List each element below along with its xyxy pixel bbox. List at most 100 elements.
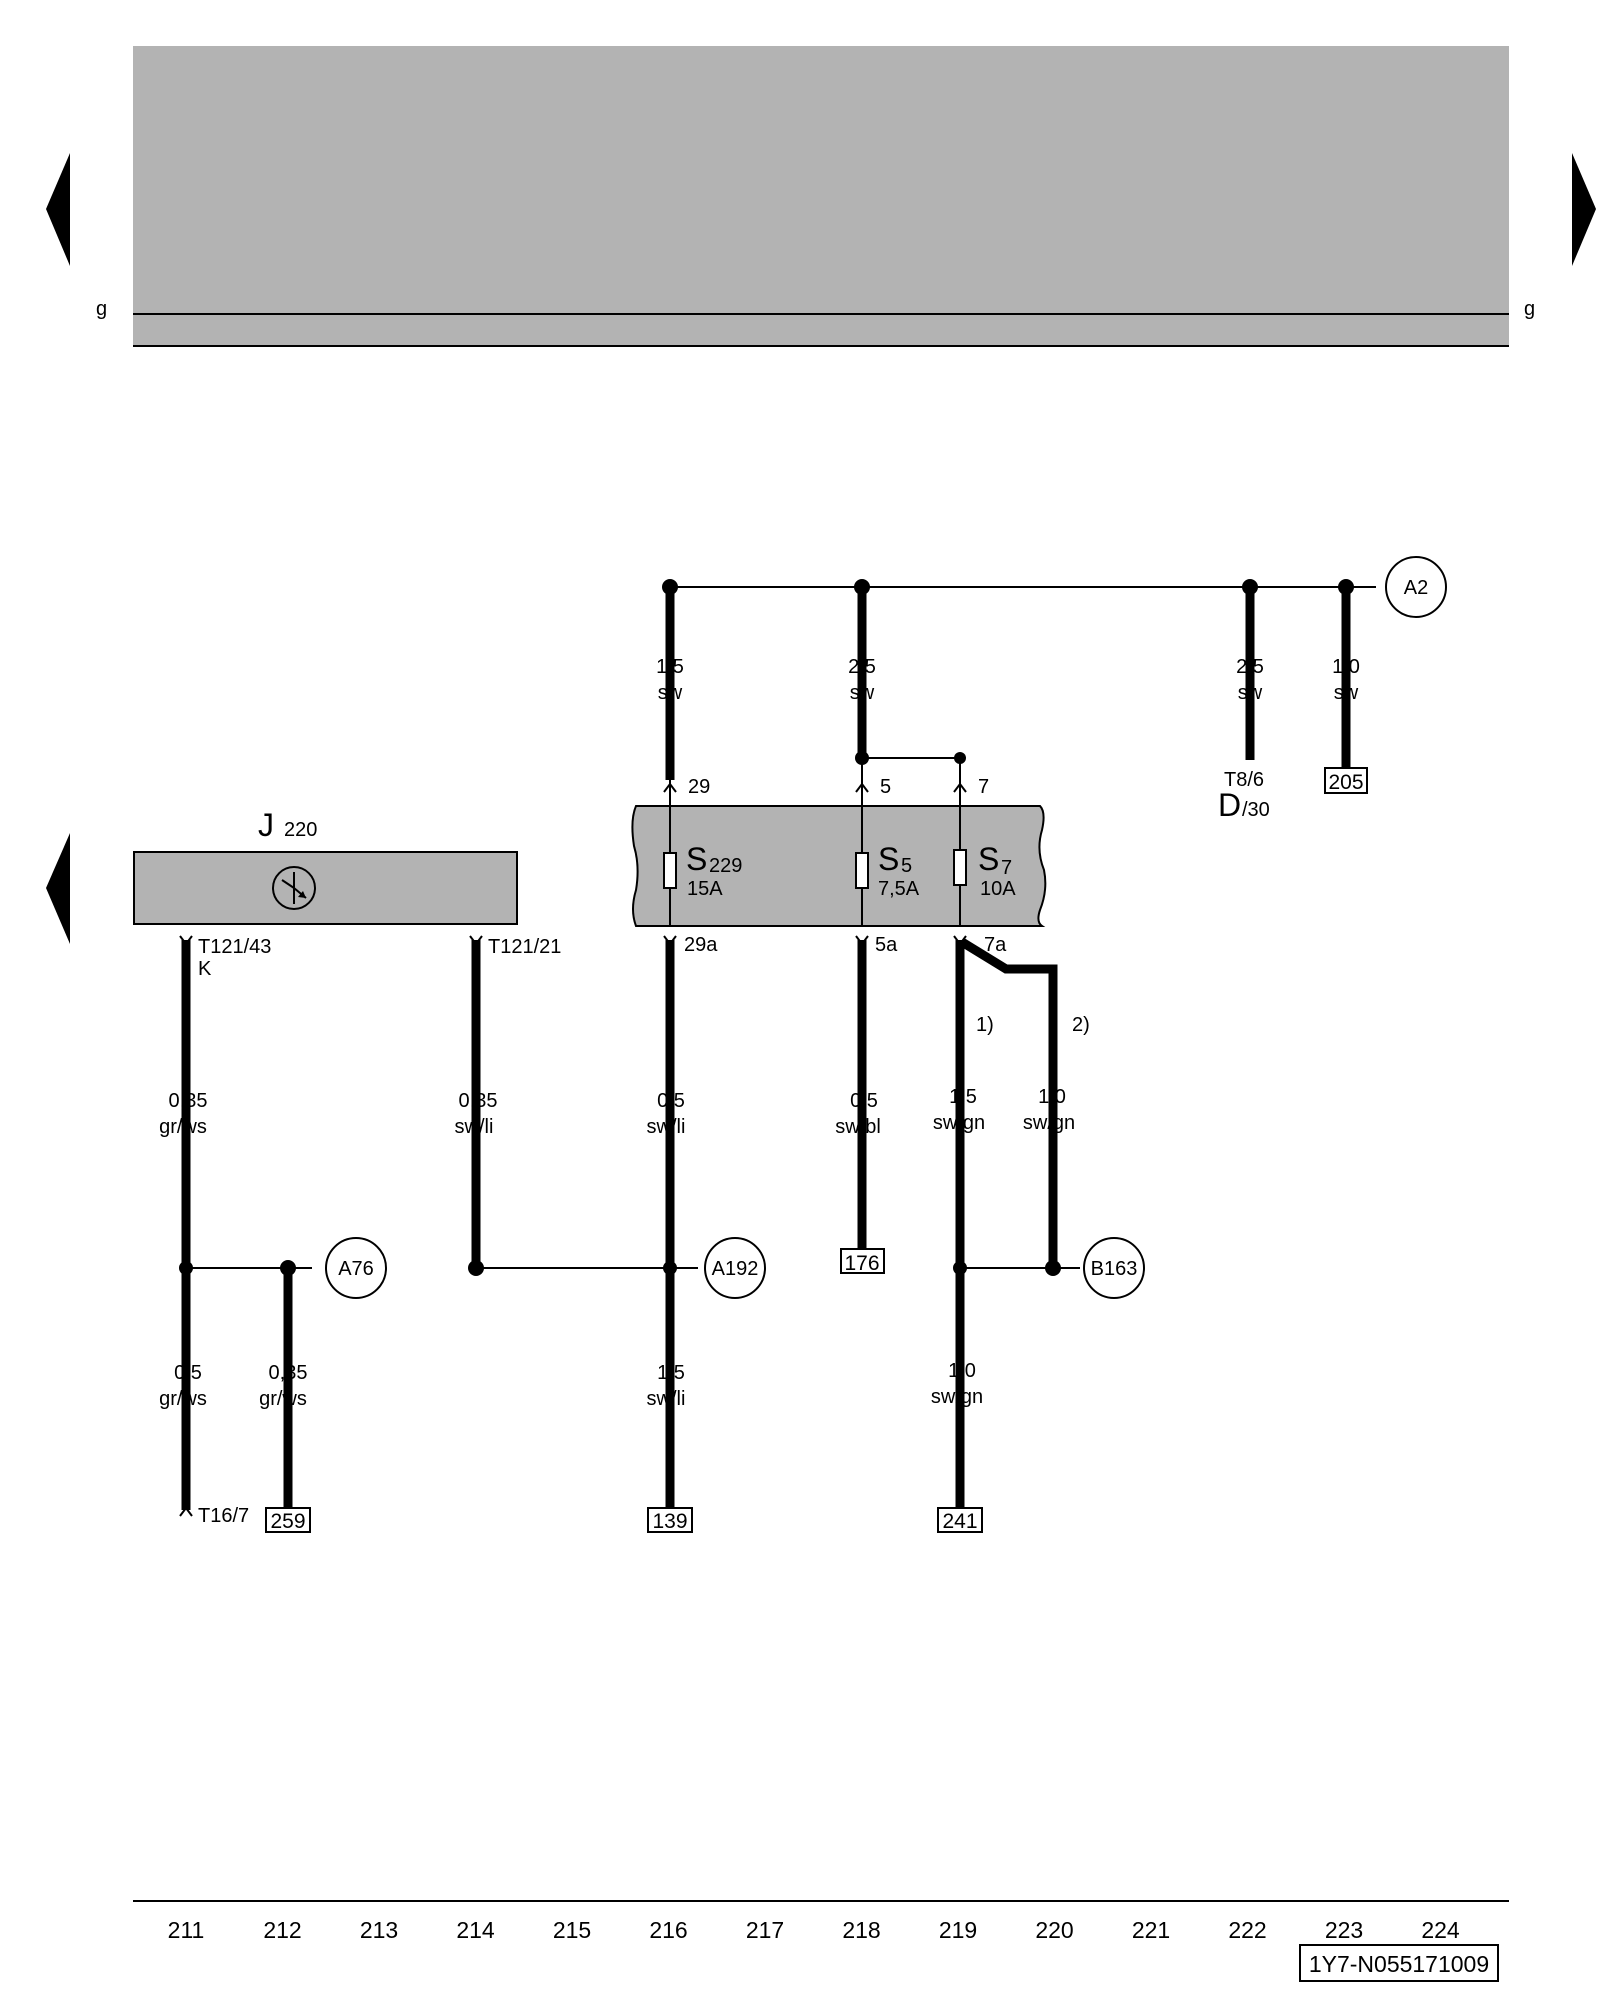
fuse-s5-number: 5 [901,855,912,877]
wire-label-color: sw/li [647,1116,686,1138]
connector-t121-21: T121/21 [488,936,561,958]
svg-text:B163: B163 [1091,1258,1138,1280]
circle-a76[interactable]: A76 [325,1237,387,1299]
circle-a192[interactable]: A192 [704,1237,766,1299]
connector-d-sub: /30 [1242,799,1270,821]
svg-text:176: 176 [844,1252,879,1275]
wire-label-color: sw [658,682,683,704]
junction-dot [953,1261,967,1275]
relay-number: 220 [284,819,317,841]
fuse-box [631,805,1047,927]
fuse-s229-symbol[interactable] [663,852,677,889]
ref-241[interactable]: 241 [937,1507,983,1533]
pin-label: 29 [688,776,710,798]
junction-dot [663,1261,677,1275]
ref-259[interactable]: 259 [265,1507,311,1533]
margin-letter-right: g [1524,298,1535,320]
column-number: 218 [842,1917,880,1943]
connector-t8-6: T8/6 [1224,769,1264,791]
connector-t16-7: T16/7 [198,1505,249,1527]
wire-label-size: 0,5 [850,1090,878,1112]
column-number: 220 [1035,1917,1073,1943]
column-number: 223 [1325,1917,1363,1943]
column-number: 219 [939,1917,977,1943]
column-number: 221 [1132,1917,1170,1943]
wire-label-color: sw/li [647,1388,686,1410]
connector-d-letter: D [1218,787,1241,823]
pin-label: 29a [684,934,718,956]
wire-label-color: sw [1334,682,1359,704]
wire-label-size: 0,35 [459,1090,498,1112]
ref-176[interactable]: 176 [840,1248,885,1275]
wire-label-color: gr/ws [159,1116,207,1138]
column-number: 216 [649,1917,687,1943]
pin-label: 5a [875,934,898,956]
fuse-s7-symbol[interactable] [953,849,967,886]
wire-label-size: 1,0 [948,1360,976,1382]
wire-label-size: 1,5 [656,656,684,678]
wire-label-size: 1,5 [949,1086,977,1108]
column-number: 212 [263,1917,301,1943]
page-prev-arrow[interactable] [46,153,70,266]
pin-mark [663,782,677,793]
svg-text:241: 241 [942,1510,977,1533]
connector-t121-43-sub: K [198,958,212,980]
wire-label-color: gr/ws [159,1388,207,1410]
fuse-s7-rating: 10A [980,878,1016,900]
junction-dot [1045,1260,1061,1276]
wire-label-color: gr/ws [259,1388,307,1410]
relay-label: J [258,807,274,843]
column-number: 215 [553,1917,591,1943]
doc-id-box [1299,1944,1499,1982]
fuse-s229-number: 229 [709,855,742,877]
relay-j220[interactable] [133,851,518,925]
wire-label-color: sw/gn [931,1386,983,1408]
svg-text:259: 259 [270,1510,305,1533]
footnote-marker: 1) [976,1014,994,1036]
fuse-s5-letter: S [878,841,899,877]
pin-label: 5 [880,776,891,798]
column-number: 214 [456,1917,495,1943]
margin-letter-left: g [96,298,107,320]
junction-dot [179,1261,193,1275]
fuse-s7-number: 7 [1001,857,1012,879]
wire-label-size: 2,5 [848,656,876,678]
footnote-marker: 2) [1072,1014,1090,1036]
pin-label: 7a [984,934,1007,956]
svg-text:A192: A192 [712,1258,759,1280]
column-number: 217 [746,1917,784,1943]
pin-mark [855,782,869,793]
column-number: 211 [168,1917,205,1943]
circle-a2[interactable]: A2 [1385,556,1447,618]
ref-139[interactable]: 139 [647,1507,693,1533]
wire-label-color: sw/li [455,1116,494,1138]
doc-id: 1Y7-N055171009 [1309,1951,1489,1977]
relay-control-symbol [272,866,316,910]
wire-label-color: sw [850,682,875,704]
column-number: 222 [1228,1917,1266,1943]
svg-text:139: 139 [652,1510,687,1533]
fuse-s229-letter: S [686,841,707,877]
wire-label-color: sw/gn [1023,1112,1075,1134]
circle-b163[interactable]: B163 [1083,1237,1145,1299]
wire-label-size: 2,5 [1236,656,1264,678]
column-number: 224 [1421,1917,1460,1943]
top-banner [133,46,1509,346]
wire-label-color: sw/bl [835,1116,881,1138]
connector-t121-43: T121/43 [198,936,271,958]
svg-text:A2: A2 [1404,577,1428,599]
fuse-s7-letter: S [978,841,999,877]
wire-label-size: 1,0 [1332,656,1360,678]
continue-left-arrow[interactable] [46,833,70,944]
fuse-s5-symbol[interactable] [855,852,869,889]
page-next-arrow[interactable] [1572,153,1596,266]
wire-s7-alt[interactable] [959,938,1058,1268]
pin-mark [953,782,967,793]
wire-label-size: 1,0 [1038,1086,1066,1108]
ref-205[interactable]: 205 [1324,767,1368,794]
svg-text:205: 205 [1328,771,1363,794]
junction-dot [468,1260,484,1276]
fuse-s5-rating: 7,5A [878,878,920,900]
